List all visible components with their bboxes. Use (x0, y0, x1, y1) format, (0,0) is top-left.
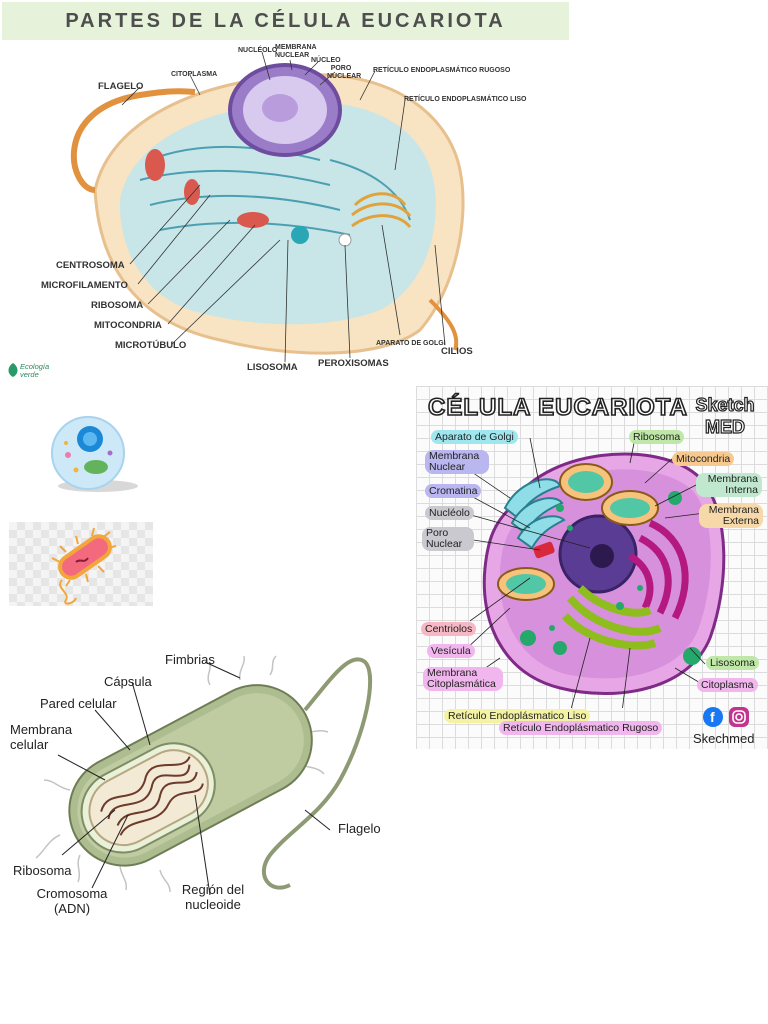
sketchmed-cell-illustration (470, 438, 726, 708)
label-citoplasma-sm: Citoplasma (697, 678, 758, 692)
sketchmed-title: CÉLULA EUCARIOTA (427, 393, 688, 422)
label-centrosoma: CENTROSOMA (56, 260, 125, 271)
label-flagelo: FLAGELO (98, 81, 144, 92)
cell-icon (51, 416, 138, 492)
label-microtubulo: MICROTÚBULO (115, 340, 187, 351)
diagram-title: PARTES DE LA CÉLULA EUCARIOTA (65, 10, 506, 32)
label-poro-nuclear-sm: Poro Nuclear (422, 527, 474, 551)
label-mitocondria: MITOCONDRIA (94, 320, 162, 331)
bacterium-icon (51, 527, 117, 605)
label-ribosoma: RIBOSOMA (91, 300, 144, 311)
label-aparato-golgi: APARATO DE GOLGI (376, 340, 446, 347)
title-banner (2, 2, 569, 40)
leaf-icon (8, 363, 18, 377)
label-membrana-nuclear-sm: Membrana Nuclear (425, 450, 489, 474)
label-nucleolo-sm: Nucléolo (425, 506, 474, 520)
label-cromatina-sm: Cromatina (425, 484, 482, 498)
label-pared-celular: Pared celular (40, 696, 117, 711)
label-citoplasma: CITOPLASMA (171, 71, 218, 78)
label-ribosoma-sm: Ribosoma (629, 430, 685, 444)
label-flagelo-pro: Flagelo (338, 821, 381, 836)
label-microfilamento: MICROFILAMENTO (41, 280, 128, 291)
label-region-nucleoide: Región del nucleoide (181, 882, 245, 912)
label-membrana-nuclear: MEMBRANA NUCLEAR (275, 44, 317, 59)
svg-text:f: f (710, 709, 715, 725)
label-membrana-externa-sm: Membrana Externa (699, 504, 763, 528)
label-lisosoma: LISOSOMA (247, 362, 298, 373)
facebook-icon[interactable]: f (702, 706, 724, 728)
label-membrana-celular: Membrana celular (10, 722, 73, 752)
label-centriolos-sm: Centriolos (421, 622, 477, 636)
prokaryotic-cell-illustration (35, 655, 373, 896)
sketchmed-footer: Skechmed (693, 731, 755, 746)
label-mitocondria-sm: Mitocondria (672, 452, 735, 466)
instagram-icon[interactable] (728, 706, 750, 728)
label-cilios: CILIOS (441, 346, 473, 357)
label-reticulo-liso-sm: Retículo Endoplásmatico Liso (444, 709, 591, 723)
label-membrana-citoplasmatica-sm: Membrana Citoplasmática (423, 667, 503, 691)
label-poro-nuclear: PORO NUCLEAR (327, 65, 362, 80)
label-reticulo-rugoso: RETÍCULO ENDOPLASMÁTICO RUGOSO (373, 67, 511, 74)
label-fimbrias: Fimbrias (165, 652, 215, 667)
sketchmed-brand: Sketch MED (695, 394, 755, 437)
label-aparato-golgi-sm: Aparato de Golgi (431, 430, 518, 444)
eukaryotic-cell-illustration (70, 51, 465, 363)
label-capsula: Cápsula (104, 674, 152, 689)
label-reticulo-liso: RETÍCULO ENDOPLASMÁTICO LISO (404, 96, 527, 103)
label-membrana-interna-sm: Membrana Interna (696, 473, 762, 497)
label-nucleo: NÚCLEO (311, 57, 341, 64)
label-cromosoma: Cromosoma (ADN) (36, 886, 108, 916)
label-ribosoma-pro: Ribosoma (13, 863, 72, 878)
label-reticulo-rugoso-sm: Retículo Endoplásmatico Rugoso (499, 721, 663, 735)
logo-ecologia-verde: Ecología verde (20, 362, 50, 379)
label-vesicula-sm: Vesícula (427, 644, 475, 658)
label-nucleolo: NUCLÉOLO (238, 47, 278, 54)
label-peroxisomas: PEROXISOMAS (318, 358, 389, 369)
label-lisosoma-sm: Lisosoma (706, 656, 759, 670)
